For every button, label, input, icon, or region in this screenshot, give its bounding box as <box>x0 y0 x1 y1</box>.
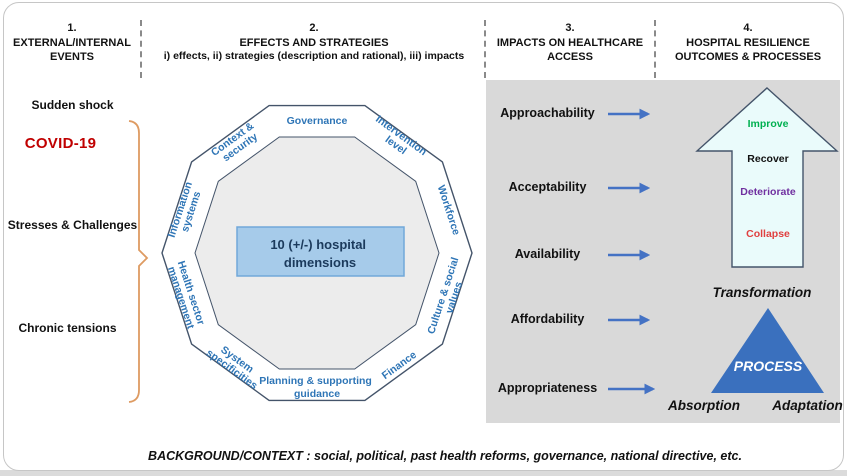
resilience-outcomes-up-arrow <box>695 87 839 268</box>
column4-number: 4. <box>743 22 753 34</box>
column3-title: IMPACTS ON HEALTHCARE ACCESS <box>496 36 644 64</box>
column1-number: 1. <box>67 22 77 34</box>
column3-header: 3. IMPACTS ON HEALTHCARE ACCESS <box>488 21 652 65</box>
process-transformation: Transformation <box>712 285 812 300</box>
access-affordability: Affordability <box>510 312 585 326</box>
column2-number: 2. <box>309 22 319 34</box>
column1-header: 1. EXTERNAL/INTERNAL EVENTS <box>8 21 136 65</box>
access-acceptability: Acceptability <box>508 180 587 194</box>
column2-header: 2. EFFECTS AND STRATEGIES i) effects, ii… <box>142 21 486 64</box>
sudden-shock-label: Sudden shock <box>31 98 114 112</box>
header-divider-3 <box>654 20 656 78</box>
access-approachability: Approachability <box>500 106 595 120</box>
access-availability: Availability <box>514 247 581 261</box>
process-adaptation: Adaptation <box>772 398 843 413</box>
column4-title: HOSPITAL RESILIENCE OUTCOMES & PROCESSES <box>674 36 822 64</box>
decagon-side-planning-guidance: Planning & supporting guidance <box>259 375 375 400</box>
process-absorption: Absorption <box>668 398 740 413</box>
access-appropriateness: Appropriateness <box>497 381 598 395</box>
chronic-tensions-label: Chronic tensions <box>18 321 117 335</box>
events-curly-bracket <box>128 120 149 403</box>
hospital-dimensions-text: 10 (+/-) hospital dimensions <box>270 237 369 270</box>
header-divider-1 <box>140 20 142 78</box>
column1-title: EXTERNAL/INTERNAL EVENTS <box>13 36 131 64</box>
outcome-recover: Recover <box>747 153 789 165</box>
column3-number: 3. <box>565 22 575 34</box>
process-label: PROCESS <box>733 358 803 374</box>
background-context-caption: BACKGROUND/CONTEXT : social, political, … <box>148 449 742 463</box>
outcome-improve: Improve <box>747 118 789 130</box>
column4-header: 4. HOSPITAL RESILIENCE OUTCOMES & PROCES… <box>658 21 838 65</box>
outcome-deteriorate: Deteriorate <box>740 186 796 198</box>
covid19-label: COVID-19 <box>24 135 97 152</box>
column2-title: EFFECTS AND STRATEGIES <box>239 36 389 49</box>
outcome-collapse: Collapse <box>746 228 790 240</box>
header-divider-2 <box>484 20 486 78</box>
decagon-side-governance: Governance <box>287 115 348 127</box>
hospital-dimensions-box <box>236 226 405 277</box>
process-triangle <box>711 308 824 393</box>
column2-subtitle: i) effects, ii) strategies (description … <box>163 50 465 63</box>
stresses-challenges-label: Stresses & Challenges <box>7 218 138 232</box>
bottom-strip <box>0 470 847 476</box>
